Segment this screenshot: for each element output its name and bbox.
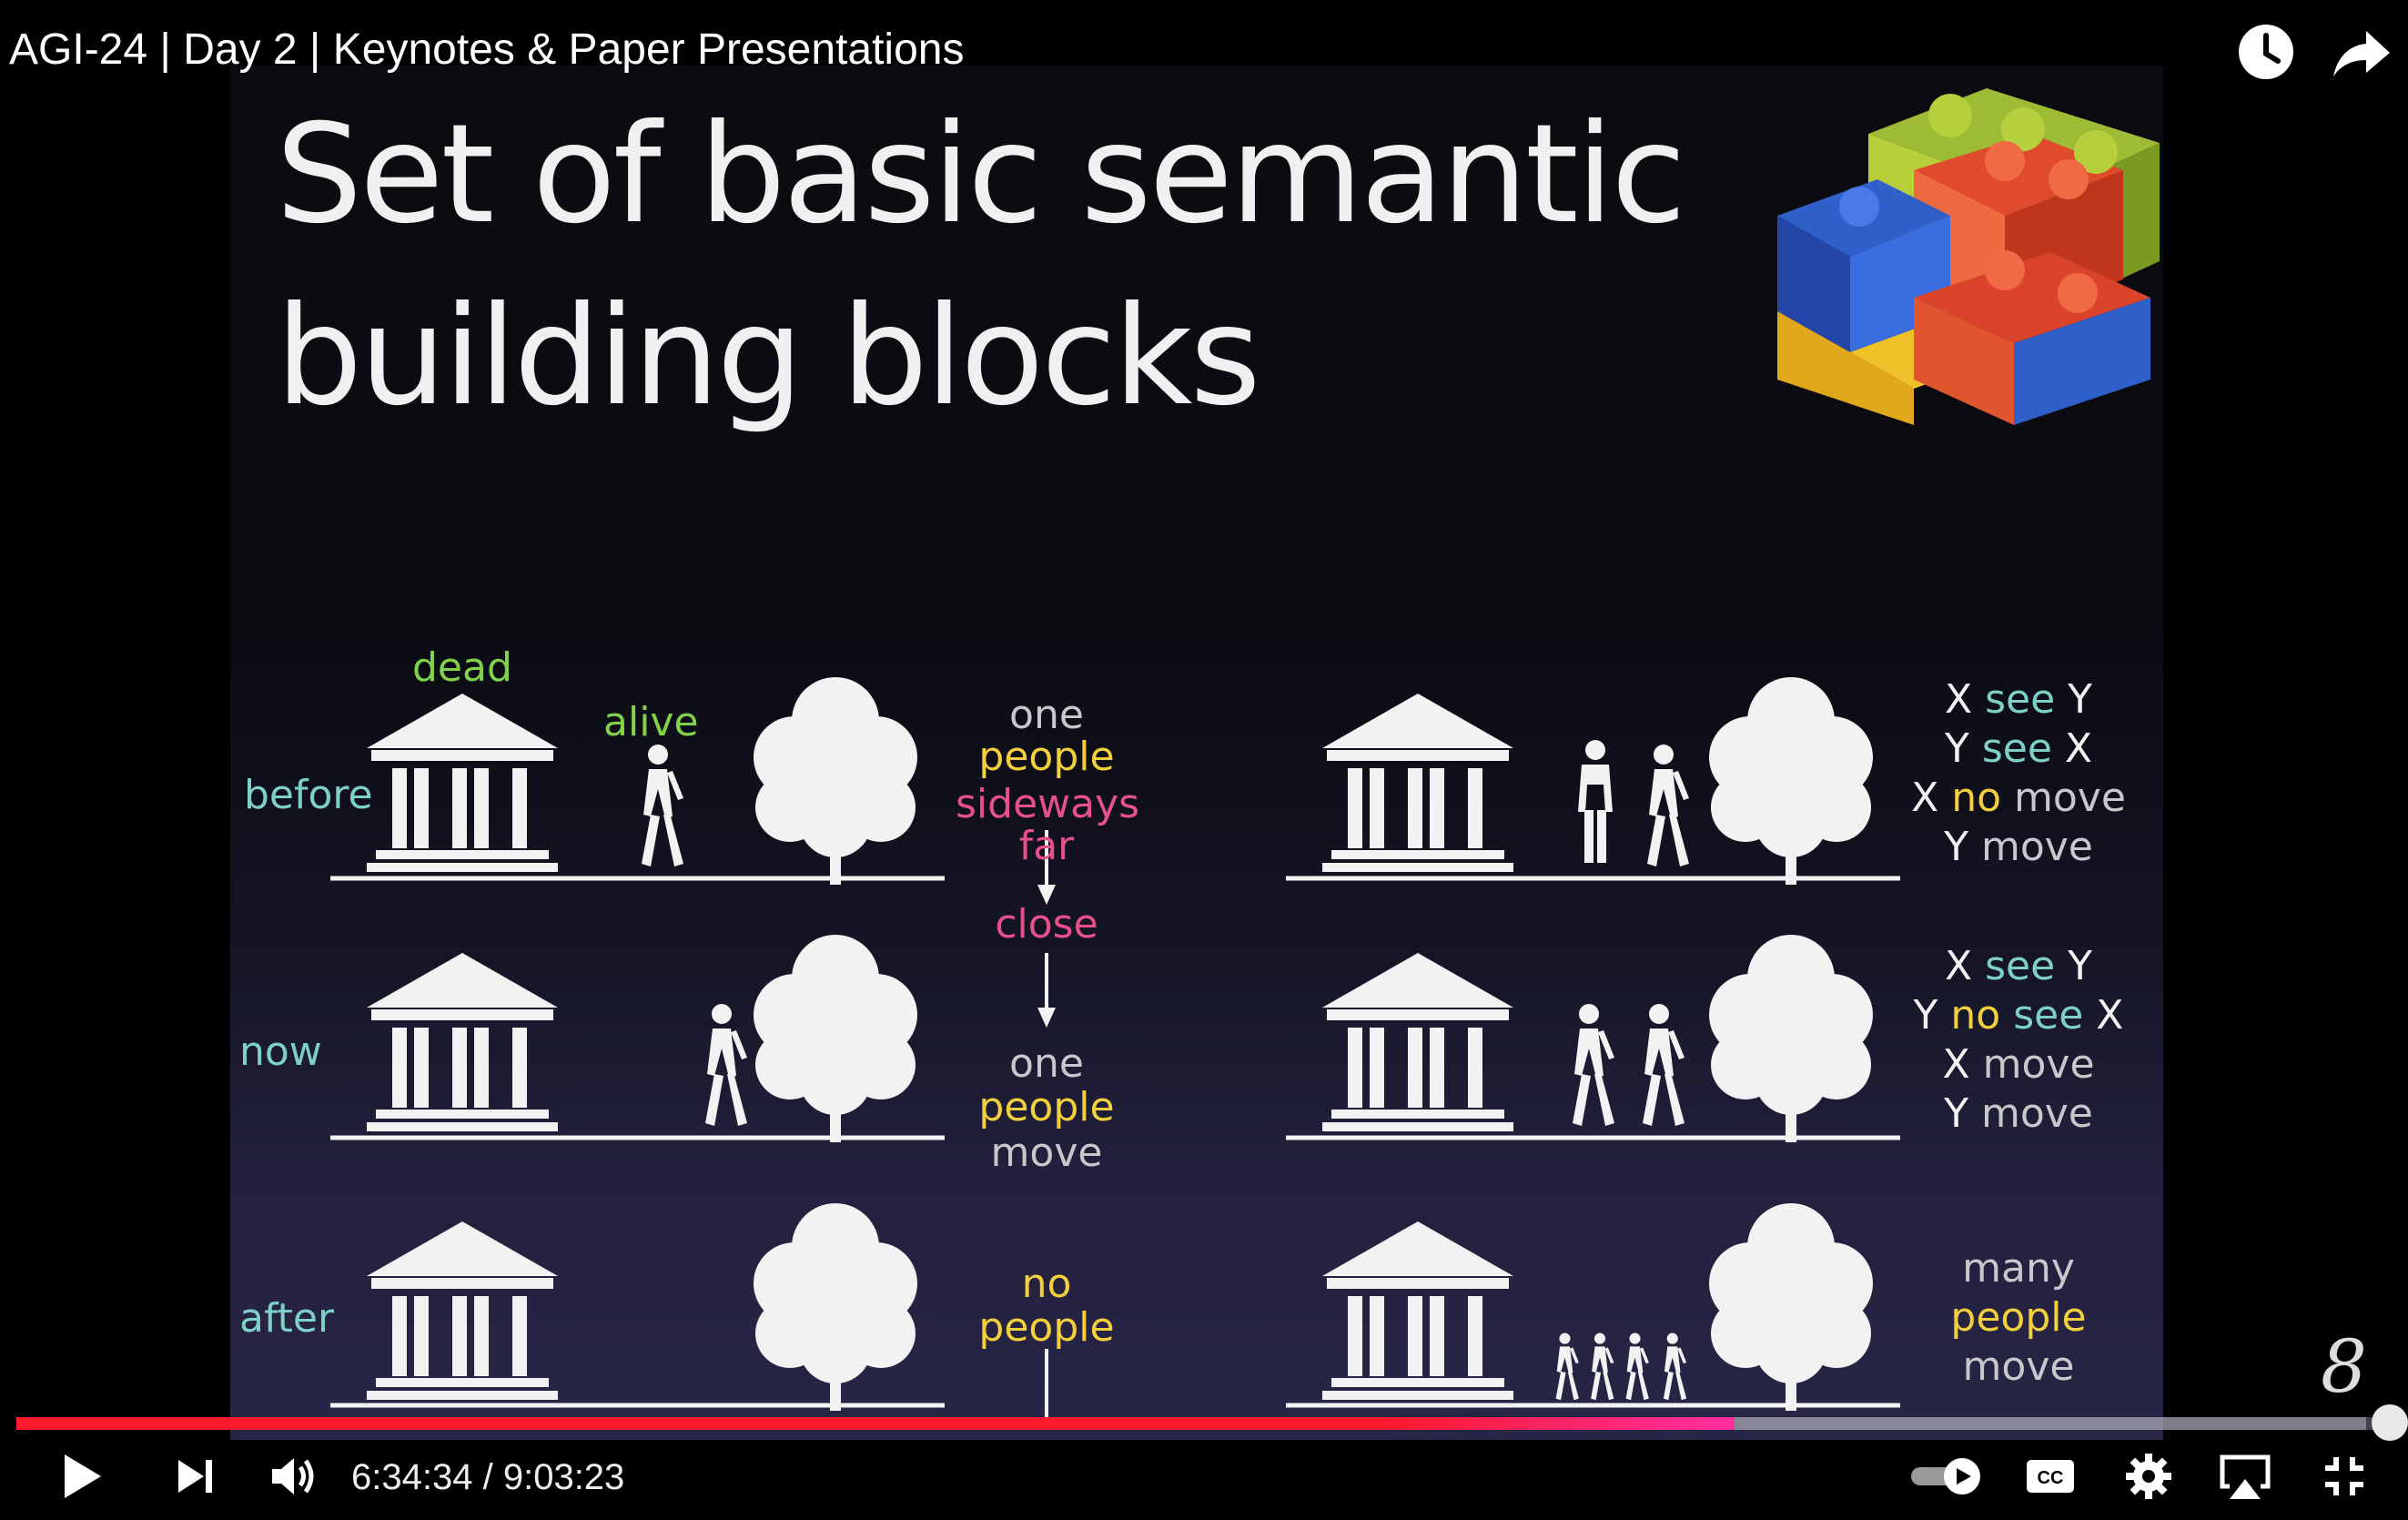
middle-top-1: one	[1009, 692, 1084, 738]
current-time: 6:34:34	[351, 1457, 473, 1497]
exit-fullscreen-icon	[2325, 1457, 2363, 1495]
svg-text:CC: CC	[2038, 1468, 2064, 1488]
next-button[interactable]	[168, 1449, 223, 1504]
r3-line2: people	[1950, 1294, 2087, 1341]
play-icon	[65, 1454, 101, 1498]
scrubber-handle[interactable]	[2372, 1404, 2408, 1441]
r3-line1: many	[1962, 1245, 2075, 1292]
time-display: 6:34:34 / 9:03:23	[351, 1452, 624, 1503]
autoplay-toggle-icon	[1911, 1458, 1980, 1495]
middle-bottom-labels: no people	[956, 1260, 1138, 1353]
settings-button[interactable]	[2119, 1449, 2179, 1504]
exit-fullscreen-button[interactable]	[2314, 1449, 2374, 1504]
volume-icon	[272, 1458, 314, 1495]
lego-bricks-image	[1777, 88, 2160, 425]
mute-button[interactable]	[264, 1449, 324, 1504]
autoplay-toggle[interactable]	[1907, 1449, 1988, 1504]
progress-played	[16, 1417, 1735, 1430]
row-label-before: before	[244, 772, 373, 818]
middle-top-3: sideways	[956, 781, 1140, 827]
right-labels-row2: X see Y Y no see X X move Y move	[1900, 942, 2137, 1139]
watch-later-button[interactable]	[2234, 20, 2298, 84]
skip-next-icon	[178, 1460, 212, 1493]
play-button[interactable]	[55, 1449, 109, 1504]
video-frame[interactable]: Set of basic semantic building blocks	[230, 66, 2163, 1440]
share-arrow-icon	[2333, 31, 2390, 76]
label-dead: dead	[412, 644, 512, 691]
middle-top-labels: one people sideways far	[956, 691, 1140, 871]
video-title[interactable]: AGI-24 | Day 2 | Keynotes & Paper Presen…	[9, 25, 965, 74]
r1-line3: X no move	[1911, 775, 2126, 821]
r1-line4: Y move	[1944, 824, 2093, 870]
r1-line2: Y see X	[1944, 725, 2093, 772]
right-labels-row3: many people move	[1900, 1244, 2137, 1392]
middle-close: close	[995, 901, 1098, 947]
middle-mid-2: people	[978, 1084, 1115, 1130]
middle-mid-labels: one people move	[956, 1039, 1138, 1178]
airplay-icon	[2220, 1454, 2271, 1499]
row-label-now: now	[239, 1029, 322, 1075]
progress-bar[interactable]	[16, 1417, 2390, 1430]
middle-bottom-1: no	[1021, 1261, 1072, 1307]
r2-line4: Y move	[1944, 1090, 2093, 1137]
cc-icon: CC	[2027, 1460, 2074, 1493]
right-labels-row1: X see Y Y see X X no move Y move	[1900, 675, 2137, 872]
r2-line3: X move	[1942, 1041, 2095, 1088]
airplay-button[interactable]	[2213, 1449, 2277, 1504]
share-button[interactable]	[2330, 20, 2393, 84]
middle-top-4: far	[1018, 823, 1075, 869]
middle-bottom-2: people	[978, 1304, 1115, 1351]
r3-line3: move	[1962, 1343, 2075, 1390]
r2-line1: X see Y	[1944, 943, 2093, 989]
r1-line1: X see Y	[1944, 676, 2093, 723]
duration: 9:03:23	[502, 1457, 625, 1497]
middle-mid-1: one	[1009, 1040, 1084, 1087]
slide-title: Set of basic semantic building blocks	[276, 96, 1686, 436]
r2-line2: Y no see X	[1913, 992, 2124, 1039]
middle-mid-3: move	[990, 1130, 1103, 1176]
gear-icon	[2126, 1454, 2171, 1499]
middle-top-2: people	[978, 734, 1115, 780]
channel-watermark[interactable]: 8	[2321, 1324, 2367, 1409]
time-separator: /	[482, 1457, 493, 1497]
captions-button[interactable]: CC	[2018, 1449, 2082, 1504]
clock-icon	[2239, 25, 2293, 79]
row-label-after: after	[239, 1295, 335, 1342]
scene-illustration	[330, 677, 1900, 1422]
label-alive: alive	[603, 699, 699, 745]
